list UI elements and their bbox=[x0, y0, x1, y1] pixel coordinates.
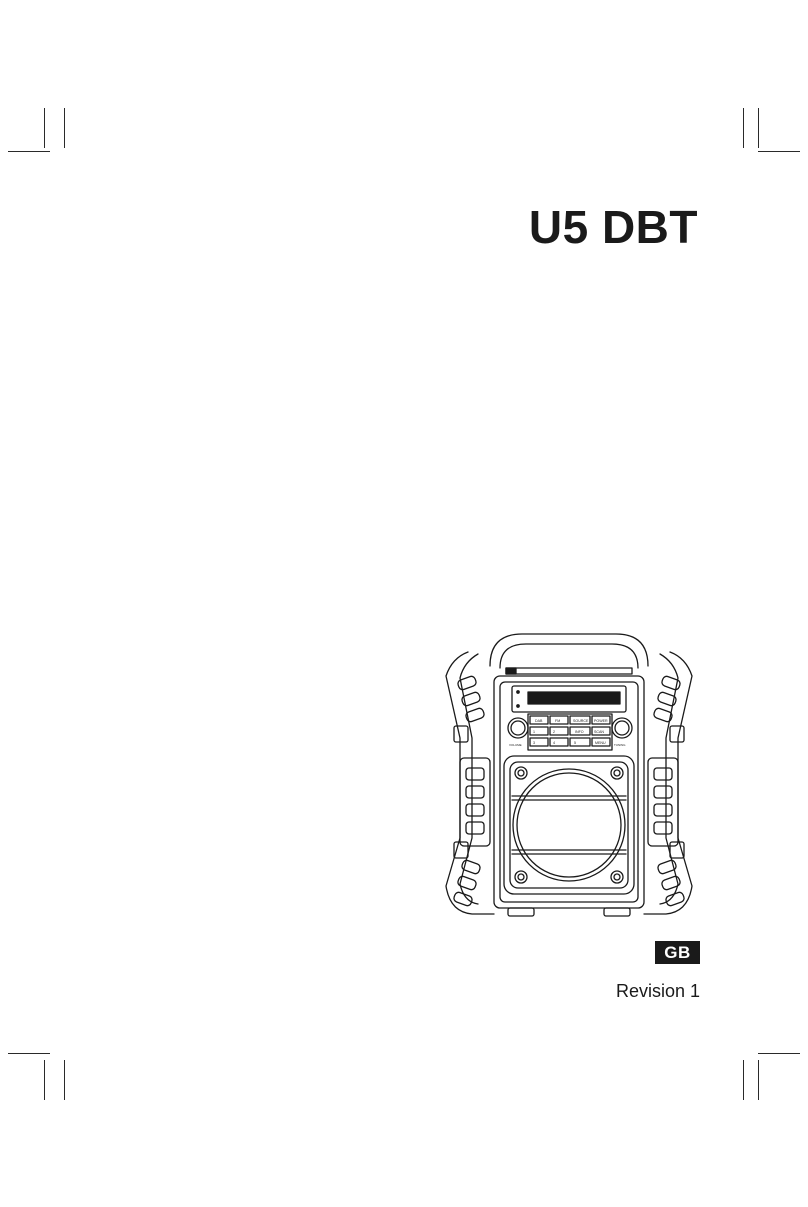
svg-text:4: 4 bbox=[553, 741, 555, 745]
crop-mark-bottom-left-v1 bbox=[44, 1060, 45, 1100]
svg-text:3: 3 bbox=[533, 741, 535, 745]
crop-mark-top-left-v1 bbox=[44, 108, 45, 148]
crop-mark-bottom-right-v1 bbox=[743, 1060, 744, 1100]
svg-text:SOURCE: SOURCE bbox=[573, 719, 589, 723]
language-badge: GB bbox=[655, 941, 700, 964]
svg-text:SCAN: SCAN bbox=[594, 730, 604, 734]
svg-text:POWER: POWER bbox=[594, 719, 608, 723]
svg-text:MENU: MENU bbox=[595, 741, 606, 745]
crop-mark-top-right-v1 bbox=[743, 108, 744, 148]
svg-text:DAB: DAB bbox=[535, 719, 543, 723]
svg-text:2: 2 bbox=[553, 730, 555, 734]
svg-text:1: 1 bbox=[533, 730, 535, 734]
crop-mark-bottom-left-v2 bbox=[64, 1060, 65, 1100]
crop-mark-top-right-v2 bbox=[758, 108, 759, 148]
svg-text:TUNING: TUNING bbox=[614, 743, 626, 747]
radio-illustration: DAB FM SOURCE POWER 1 2 INFO SCAN 3 4 5 … bbox=[438, 628, 700, 922]
crop-mark-top-right-h bbox=[758, 151, 800, 152]
svg-text:INFO: INFO bbox=[575, 730, 584, 734]
crop-mark-bottom-right-h bbox=[758, 1053, 800, 1054]
svg-text:FM: FM bbox=[555, 719, 560, 723]
crop-mark-bottom-left-h bbox=[8, 1053, 50, 1054]
svg-text:VOLUME: VOLUME bbox=[509, 743, 522, 747]
crop-mark-top-left-h bbox=[8, 151, 50, 152]
crop-mark-bottom-right-v2 bbox=[758, 1060, 759, 1100]
revision-label: Revision 1 bbox=[615, 981, 700, 1001]
svg-text:5: 5 bbox=[574, 741, 576, 745]
document-title: U5 DBT bbox=[528, 201, 698, 253]
crop-mark-top-left-v2 bbox=[64, 108, 65, 148]
